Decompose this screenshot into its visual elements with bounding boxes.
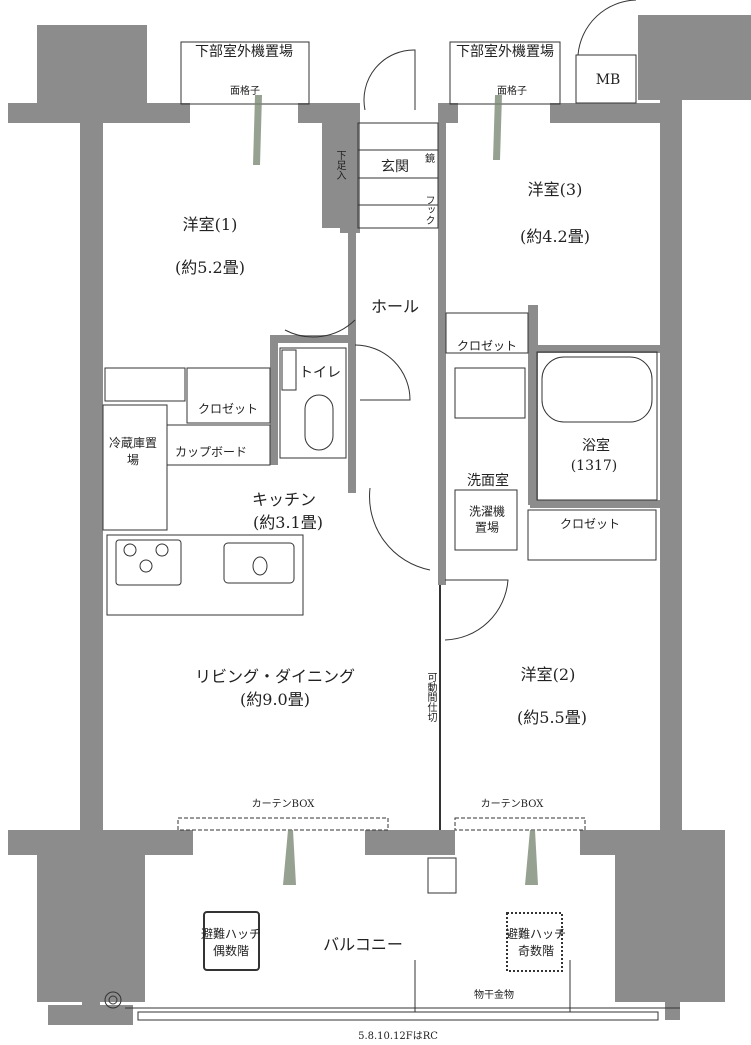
toilet-label: トイレ	[299, 365, 341, 381]
room2-name: 洋室(2)	[520, 665, 576, 684]
washer-label: 洗濯機置場	[468, 504, 505, 534]
plants	[253, 95, 538, 885]
closet-room1-label: クロゼット	[197, 402, 259, 416]
hall-label: ホール	[370, 297, 420, 316]
fixtures	[102, 0, 680, 1021]
hatch-odd-label: 避難ハッチ奇数階	[505, 927, 566, 958]
walls	[8, 15, 751, 1025]
shoe-box-label: 下足入	[334, 150, 345, 180]
room1-size: (約5.2畳)	[175, 258, 245, 277]
bath-name: 浴室	[582, 438, 610, 454]
bath-size: (1317)	[570, 458, 618, 474]
closet-room3-label: クロゼット	[456, 339, 518, 353]
movable-partition-label: 可動間仕切	[425, 672, 436, 722]
living-size: (約9.0畳)	[240, 690, 310, 709]
room2-size: (約5.5畳)	[517, 708, 587, 727]
fridge-label: 冷蔵庫置場	[109, 436, 158, 467]
closet-room2-label: クロゼット	[559, 517, 621, 531]
kitchen-name: キッチン	[251, 490, 317, 509]
outdoor-unit-left-label: 下部室外機置場	[195, 44, 293, 60]
cupboard-label: カップボード	[174, 445, 248, 459]
lattice-left-label: 面格子	[230, 86, 260, 97]
clothes-hanger-label: 物干金物	[474, 990, 514, 1001]
curtain-box-left-label: カーテンBOX	[251, 799, 315, 810]
outdoor-unit-right-label: 下部室外機置場	[456, 44, 554, 60]
lattice-right-label: 面格子	[497, 86, 527, 97]
hatch-even-label: 避難ハッチ偶数階	[200, 927, 261, 958]
washroom-label: 洗面室	[467, 473, 509, 489]
meter-box-label: MB	[595, 72, 621, 88]
floor-note: 5.8.10.12FはRC	[358, 1031, 438, 1042]
room1-name: 洋室(1)	[182, 215, 238, 234]
mirror-label: 鏡	[425, 154, 435, 165]
curtain-box-right-label: カーテンBOX	[480, 799, 544, 810]
kitchen-size: (約3.1畳)	[253, 513, 323, 532]
balcony-label: バルコニー	[323, 935, 403, 954]
living-name: リビング・ダイニング	[194, 667, 356, 686]
room3-size: (約4.2畳)	[520, 227, 590, 246]
hook-label: フック	[423, 195, 434, 225]
entrance-label: 玄関	[381, 159, 409, 175]
room3-name: 洋室(3)	[527, 180, 583, 199]
